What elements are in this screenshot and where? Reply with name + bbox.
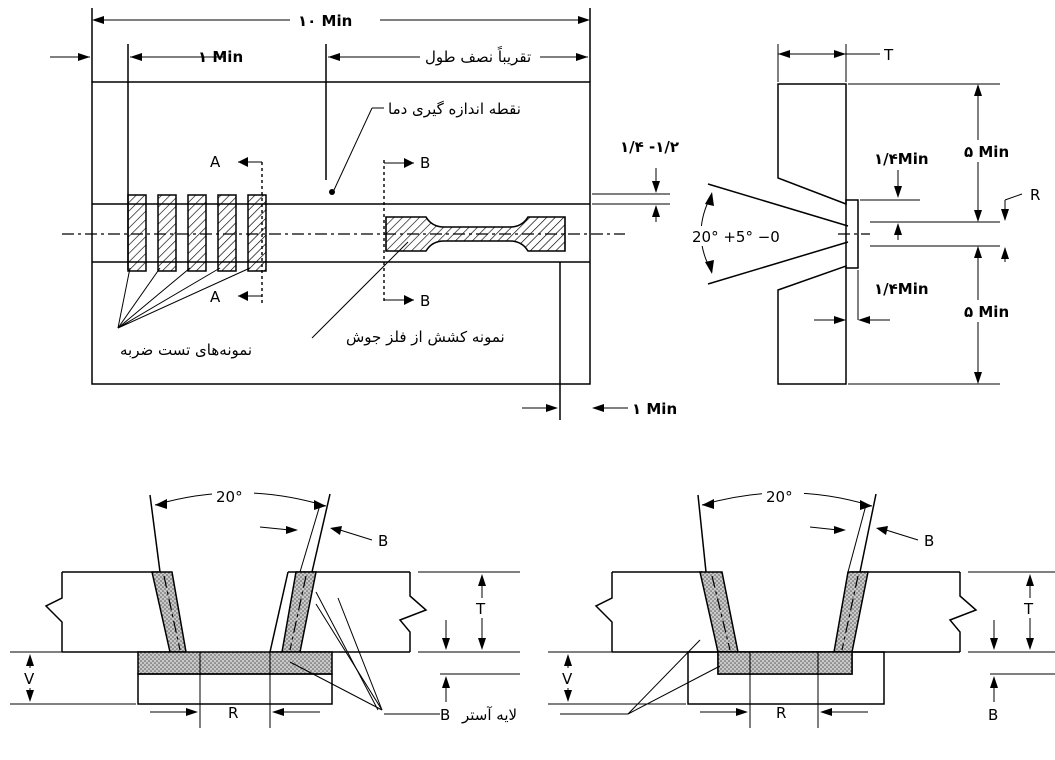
half-width-bottom-label: ۵ Min: [964, 303, 1009, 321]
section-b-top-label: B: [420, 154, 430, 172]
backing-bar-left: [137, 673, 333, 705]
joint-detail-right: R 20° B T B V: [548, 486, 1055, 728]
backing-bottom-label: ۱/۴Min: [874, 280, 929, 298]
plate-outline: [91, 81, 591, 385]
tensile-specimen-label: نمونه کشش از فلز جوش: [346, 328, 505, 346]
temperature-point-label: نقطه اندازه گیری دما: [388, 100, 521, 118]
tensile-specimen: [385, 216, 566, 252]
side-thickness-label: T: [883, 46, 894, 64]
temperature-point-marker: [329, 189, 335, 195]
thickness-left-label: T: [475, 600, 486, 618]
thickness-right-label: T: [1023, 600, 1034, 618]
side-view: T ۵ Min ۵ Min R ۱/۴Min ۱/۴Min: [690, 44, 1040, 385]
end-distance-label: ۱ Min: [198, 48, 243, 66]
section-a-bottom-label: A: [210, 288, 221, 306]
buttering-layer-callout: لایه آستر: [289, 591, 721, 724]
angle-left-label: 20°: [216, 488, 243, 506]
plan-view: ۱۰ Min ۱ Min تقریباً نصف طول نقطه اندازه…: [50, 8, 679, 420]
angle-right-label: 20°: [766, 488, 793, 506]
buttering-left-label: B: [378, 532, 388, 550]
edge-distance-label: ۱ Min: [632, 400, 677, 418]
section-b-bottom-label: B: [420, 292, 430, 310]
impact-specimens-label: نمونه‌های تست ضربه: [120, 341, 252, 359]
root-right-label: R: [776, 704, 786, 722]
half-width-top-label: ۵ Min: [964, 143, 1009, 161]
buttering-layer-label: لایه آستر: [461, 706, 517, 724]
side-root-label: R: [1030, 186, 1040, 204]
half-length-label: تقریباً نصف طول: [425, 46, 531, 66]
section-a-top-label: A: [210, 153, 221, 171]
impact-specimens: [127, 194, 267, 272]
backing-right-label: V: [562, 670, 573, 688]
backing-top-label: ۱/۴Min: [874, 150, 929, 168]
weld-width-label: ۱/۴ -۱/۲: [620, 138, 679, 156]
backing-b-right-label: B: [988, 706, 998, 724]
backing-b-left-label: B: [440, 706, 450, 724]
groove-angle-label: 20° +5° −0: [692, 228, 780, 246]
overall-length-label: ۱۰ Min: [298, 12, 352, 30]
joint-detail-left: R 20° B T B V: [10, 486, 520, 728]
root-left-label: R: [228, 704, 238, 722]
buttering-right-label: B: [924, 532, 934, 550]
backing-left-label: V: [24, 670, 35, 688]
